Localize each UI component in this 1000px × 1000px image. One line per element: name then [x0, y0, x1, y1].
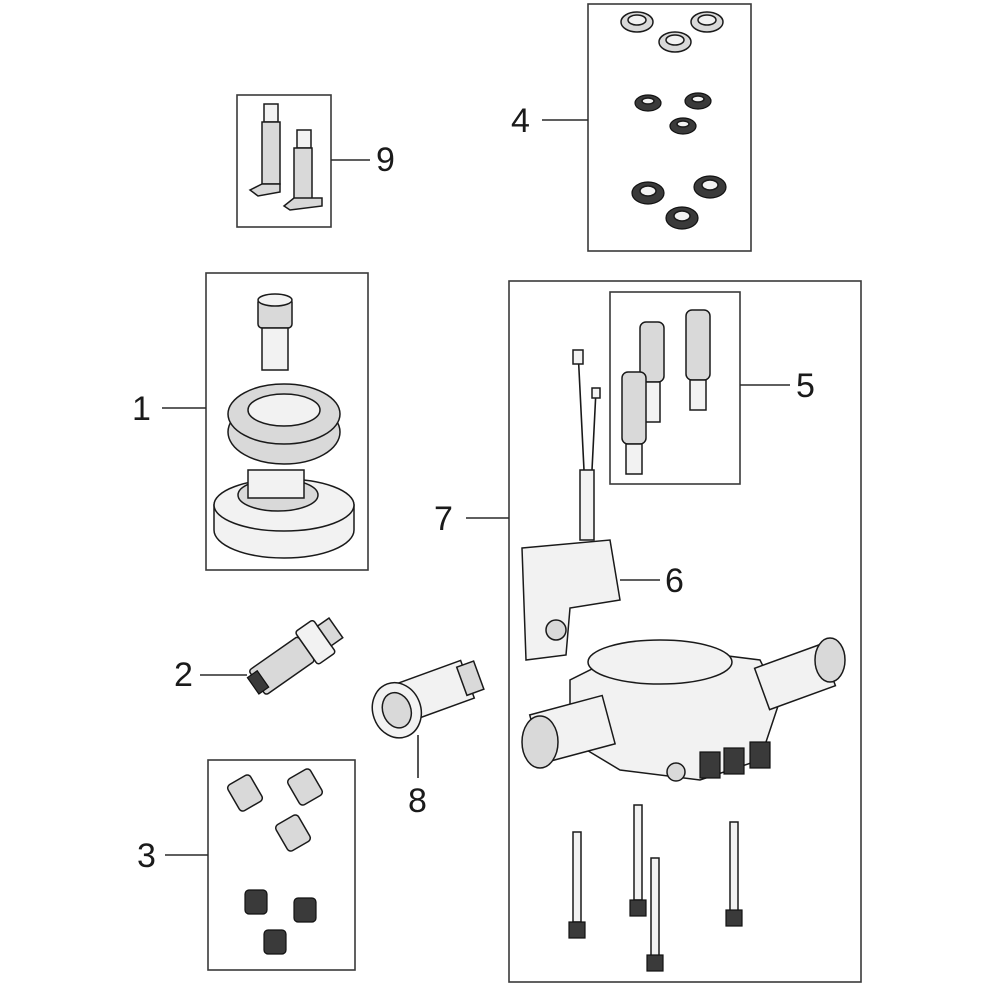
kit-box-7: [508, 280, 862, 983]
part-group-2: 2: [174, 617, 344, 695]
pump-manifold: [521, 637, 846, 782]
callout-2: 2: [174, 656, 193, 694]
seal-rings: [620, 11, 727, 230]
callout-9: 9: [376, 141, 395, 179]
kit-box-3: [207, 759, 356, 971]
callout-5: 5: [796, 367, 815, 405]
brush-bracket-2: [282, 129, 323, 211]
part-group-8: 8: [371, 659, 485, 820]
part-group-4: 4: [511, 3, 752, 252]
nozzle-fittings: [226, 768, 324, 955]
kit-box-5: [609, 291, 741, 485]
inlet-fitting: [371, 659, 485, 739]
part-group-3: 3: [137, 759, 356, 971]
part-group-9: 9: [236, 94, 395, 228]
part-group-7: 7 5 6: [434, 280, 862, 983]
thrust-bearing: [227, 383, 341, 465]
kit-box-1: [205, 272, 369, 571]
callout-6: 6: [665, 562, 684, 600]
callout-8: 8: [408, 782, 427, 820]
kit-box-9: [236, 94, 332, 228]
callout-4: 4: [511, 102, 530, 140]
kit-box-4: [587, 3, 752, 252]
cap-screw: [257, 293, 293, 371]
part-group-1: 1: [132, 272, 369, 571]
brush-bracket-1: [248, 103, 281, 197]
swash-plate: [213, 469, 355, 559]
callout-3: 3: [137, 837, 156, 875]
thermal-relief-sensor: [521, 349, 621, 661]
callout-1: 1: [132, 390, 151, 428]
callout-7: 7: [434, 500, 453, 538]
manifold-bolts: [568, 804, 743, 972]
plungers: [621, 309, 711, 475]
unloader-valve: [246, 617, 344, 695]
